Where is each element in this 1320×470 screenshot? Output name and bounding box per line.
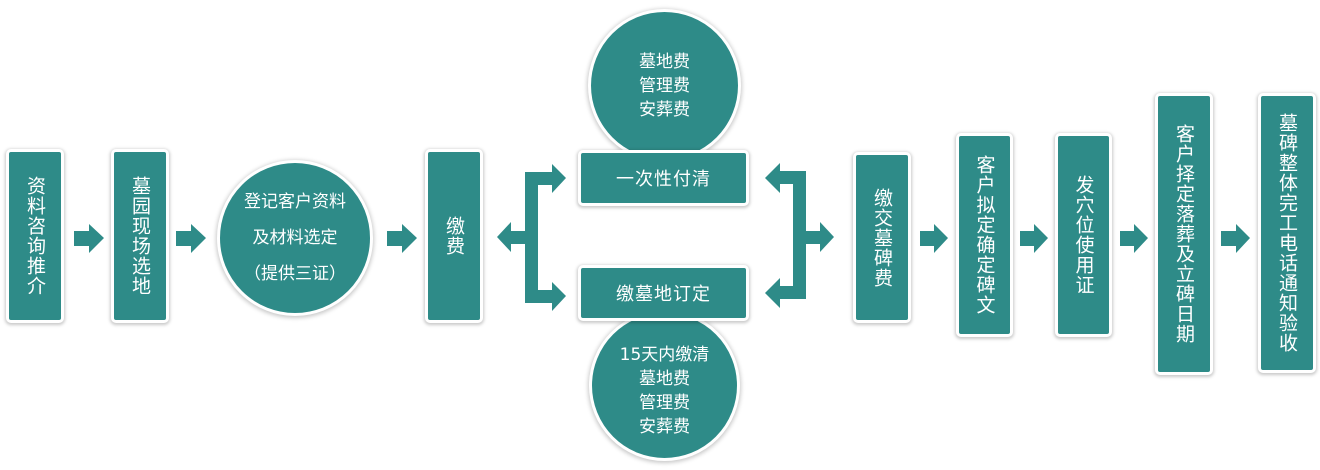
option-label: 一次性付清 [616, 169, 711, 190]
step-epitaph: 客户拟定确定碑文 [956, 133, 1013, 337]
detail-line: 安葬费 [639, 417, 690, 437]
detail-line: 管理费 [639, 76, 690, 96]
arrow-right-icon [176, 224, 206, 253]
arrow-right-icon [1221, 224, 1250, 253]
detail-line: 管理费 [639, 393, 690, 413]
arrow-right-icon [1020, 224, 1048, 253]
step-consultation: 资料咨询推介 [6, 149, 64, 323]
step-label: 缴费 [443, 216, 465, 256]
detail-line: 15天内缴清 [619, 345, 710, 365]
detail-line: 安葬费 [639, 100, 690, 120]
arrow-right-icon [920, 224, 948, 253]
step-label: 墓园现场选地 [129, 176, 151, 296]
step-completion-check: 墓碑整体完工电话通知验收 [1258, 93, 1316, 373]
step-certificate: 发穴位使用证 [1055, 133, 1112, 337]
split-bracket-left [497, 164, 566, 311]
arrow-right-icon [74, 224, 104, 253]
option-full-payment: 一次性付清 [578, 150, 749, 206]
step-tombstone-fee: 缴交墓碑费 [853, 152, 911, 323]
deposit-payment-details: 15天内缴清 墓地费 管理费 安葬费 [589, 310, 740, 461]
step-payment: 缴费 [425, 149, 483, 323]
step-burial-date: 客户择定落葬及立碑日期 [1155, 93, 1213, 375]
step-label: 墓碑整体完工电话通知验收 [1276, 113, 1298, 353]
step-label: 缴交墓碑费 [871, 187, 893, 288]
arrow-right-icon [1120, 224, 1148, 253]
step-line: 及材料选定 [252, 228, 338, 248]
step-label: 资料咨询推介 [24, 176, 46, 296]
detail-line: 墓地费 [639, 369, 690, 389]
step-registration: 登记客户资料 及材料选定 （提供三证） [217, 160, 373, 316]
option-label: 缴墓地订定 [616, 284, 711, 305]
step-site-selection: 墓园现场选地 [111, 149, 169, 323]
arrow-right-icon [387, 224, 417, 253]
step-label: 客户择定落葬及立碑日期 [1173, 124, 1195, 344]
detail-line: 墓地费 [639, 52, 690, 72]
option-deposit: 缴墓地订定 [578, 265, 749, 321]
step-line: 登记客户资料 [244, 192, 346, 212]
merge-bracket-right [765, 163, 834, 308]
step-line: （提供三证） [244, 264, 346, 284]
full-payment-details: 墓地费 管理费 安葬费 [588, 9, 741, 162]
step-label: 发穴位使用证 [1072, 175, 1095, 295]
step-label: 客户拟定确定碑文 [973, 155, 996, 315]
